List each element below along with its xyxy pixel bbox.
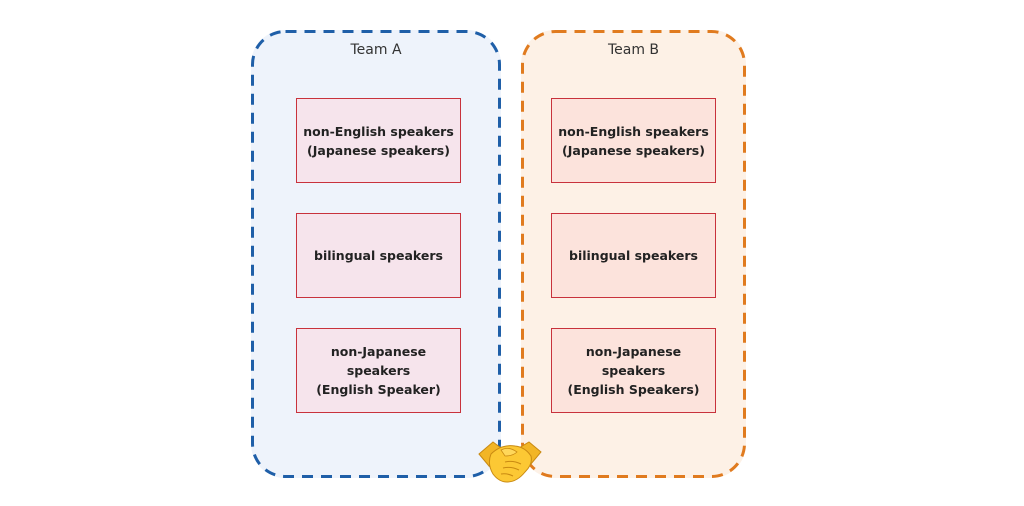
- team-a-group-non-english: non-English speakers (Japanese speakers): [296, 98, 461, 183]
- team-a-title: Team A: [350, 42, 402, 58]
- team-b-group-non-english: non-English speakers (Japanese speakers): [551, 98, 716, 183]
- team-b-group-non-japanese: non-Japanese speakers (English Speakers): [551, 328, 716, 413]
- team-a-group-non-japanese: non-Japanese speakers (English Speaker): [296, 328, 461, 413]
- team-b-dashed-border: [521, 30, 746, 478]
- team-a-dashed-border: [251, 30, 501, 478]
- team-b-title: Team B: [607, 42, 660, 58]
- team-a-group-bilingual: bilingual speakers: [296, 213, 461, 298]
- handshake-icon: [478, 441, 542, 483]
- team-b-group-bilingual: bilingual speakers: [551, 213, 716, 298]
